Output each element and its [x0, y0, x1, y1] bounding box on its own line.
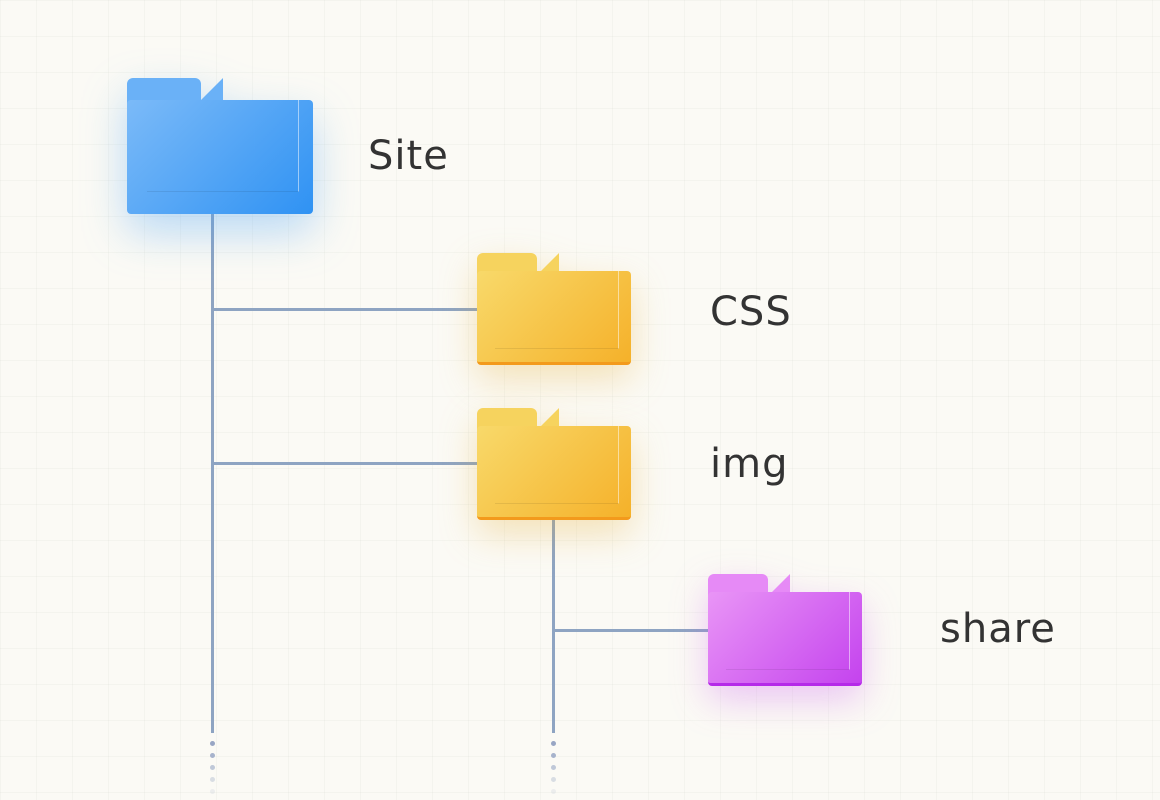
connector-img-vertical: [552, 505, 555, 733]
folder-img[interactable]: [477, 408, 631, 520]
connector-css: [211, 308, 491, 311]
connector-img: [211, 462, 491, 465]
folder-css[interactable]: [477, 253, 631, 365]
folder-label-share: share: [940, 606, 1056, 652]
folder-site[interactable]: [127, 78, 313, 214]
connector-root-vertical: [211, 200, 214, 733]
connector-share: [552, 629, 722, 632]
folder-label-css: CSS: [710, 289, 792, 335]
folder-label-site: Site: [368, 133, 449, 179]
folder-label-img: img: [710, 441, 789, 487]
folder-share[interactable]: [708, 574, 862, 686]
